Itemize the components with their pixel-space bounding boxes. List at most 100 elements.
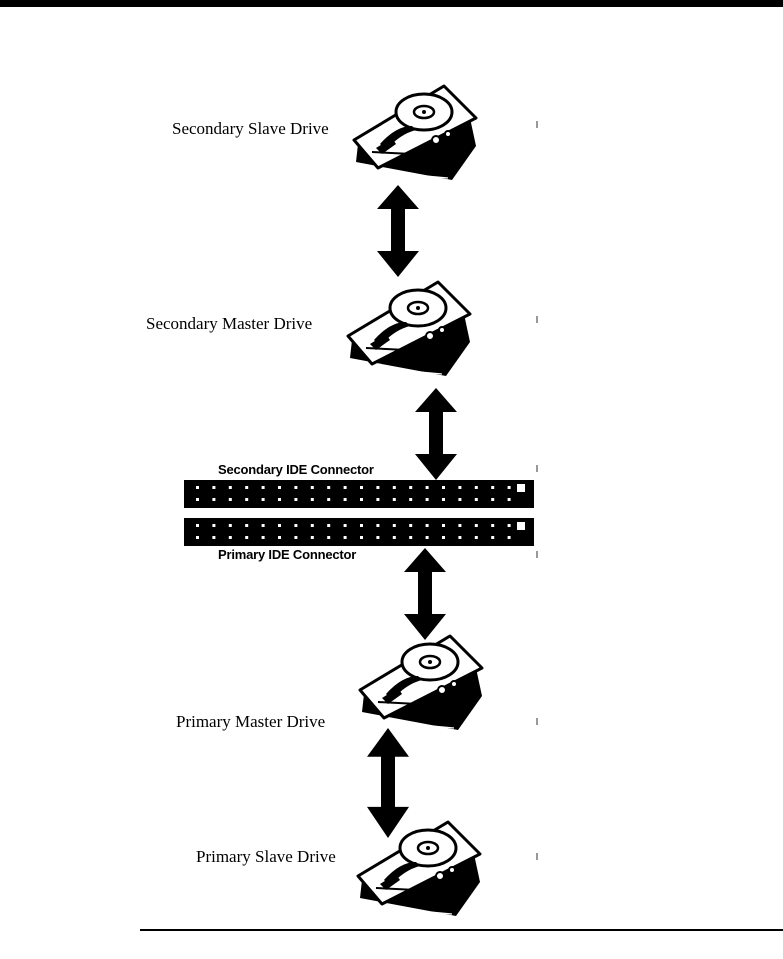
hard-drive-icon — [358, 632, 486, 736]
connector-pin — [442, 498, 445, 501]
connector-pin — [426, 524, 429, 527]
connector-pin — [229, 486, 232, 489]
connector-pin — [262, 536, 265, 539]
connector-pin — [212, 498, 215, 501]
connector-pin — [475, 536, 478, 539]
connector-pin — [508, 536, 511, 539]
connector-pin — [458, 524, 461, 527]
connector-pin — [426, 536, 429, 539]
connector-pin — [311, 524, 314, 527]
connector-pin — [409, 524, 412, 527]
margin-tick — [536, 465, 538, 472]
connector-pin — [409, 536, 412, 539]
connector-pin — [311, 536, 314, 539]
connector-pin — [229, 524, 232, 527]
connector-pin — [475, 524, 478, 527]
connector-pin — [327, 486, 330, 489]
connector-pin — [376, 498, 379, 501]
connector-pin — [360, 536, 363, 539]
connector-pin — [278, 524, 281, 527]
connector-pin — [229, 536, 232, 539]
connector-pin — [393, 498, 396, 501]
secondary-connector-label: Secondary IDE Connector — [218, 462, 374, 477]
connector-pin — [458, 536, 461, 539]
connector-pin — [458, 486, 461, 489]
connector-pin — [393, 486, 396, 489]
connector-pin — [393, 536, 396, 539]
margin-tick — [536, 121, 538, 128]
connector-pin — [344, 498, 347, 501]
connector-pin — [491, 524, 494, 527]
connector-pin — [376, 524, 379, 527]
double-arrow-icon — [377, 185, 419, 277]
connector-pin — [278, 498, 281, 501]
connector-pin — [491, 498, 494, 501]
connector-pin — [245, 486, 248, 489]
secondary-slave-label: Secondary Slave Drive — [172, 119, 329, 139]
double-arrow-icon — [415, 388, 457, 480]
connector-pin — [409, 498, 412, 501]
connector-pin — [360, 486, 363, 489]
connector-pin — [458, 498, 461, 501]
connector-pin — [196, 498, 199, 501]
connector-pin — [344, 524, 347, 527]
connector-pin — [196, 486, 199, 489]
connector-pin — [360, 498, 363, 501]
connector-pin — [376, 486, 379, 489]
pin1-marker — [517, 522, 525, 530]
connector-pin — [491, 536, 494, 539]
connector-pin — [344, 486, 347, 489]
connector-pin — [327, 536, 330, 539]
connector-pin — [212, 524, 215, 527]
primary-master-label: Primary Master Drive — [176, 712, 325, 732]
connector-pin — [475, 486, 478, 489]
connector-pin — [245, 498, 248, 501]
connector-pin — [311, 486, 314, 489]
connector-pin — [229, 498, 232, 501]
connector-pin — [442, 536, 445, 539]
connector-pin — [262, 486, 265, 489]
connector-pin — [426, 486, 429, 489]
connector-pin — [442, 524, 445, 527]
margin-tick — [536, 718, 538, 725]
hard-drive-icon — [346, 278, 474, 382]
connector-pin — [409, 486, 412, 489]
connector-pin — [508, 498, 511, 501]
connector-pin — [212, 486, 215, 489]
connector-pin — [245, 524, 248, 527]
connector-pin — [278, 486, 281, 489]
double-arrow-icon — [404, 548, 446, 640]
connector-pin — [508, 524, 511, 527]
bottom-rule — [140, 929, 783, 931]
margin-tick — [536, 551, 538, 558]
connector-pin — [360, 524, 363, 527]
connector-pin — [508, 486, 511, 489]
connector-pin — [245, 536, 248, 539]
margin-tick — [536, 853, 538, 860]
connector-pin — [311, 498, 314, 501]
top-rule — [0, 0, 783, 7]
margin-tick — [536, 316, 538, 323]
hard-drive-icon — [356, 818, 484, 922]
connector-pin — [294, 524, 297, 527]
secondary-master-label: Secondary Master Drive — [146, 314, 312, 334]
connector-pin — [475, 498, 478, 501]
connector-pin — [327, 524, 330, 527]
connector-pin — [344, 536, 347, 539]
connector-pin — [376, 536, 379, 539]
connector-pin — [294, 536, 297, 539]
connector-pin — [327, 498, 330, 501]
hard-drive-icon — [352, 82, 480, 186]
connector-pin — [294, 498, 297, 501]
connector-pin — [212, 536, 215, 539]
connector-pin — [278, 536, 281, 539]
connector-pin — [196, 536, 199, 539]
primary-connector-label: Primary IDE Connector — [218, 547, 356, 562]
connector-pin — [426, 498, 429, 501]
connector-pin — [442, 486, 445, 489]
connector-pin — [491, 486, 494, 489]
connector-pin — [262, 524, 265, 527]
pin1-marker — [517, 484, 525, 492]
connector-pin — [262, 498, 265, 501]
ide-connector-icon — [184, 480, 534, 510]
